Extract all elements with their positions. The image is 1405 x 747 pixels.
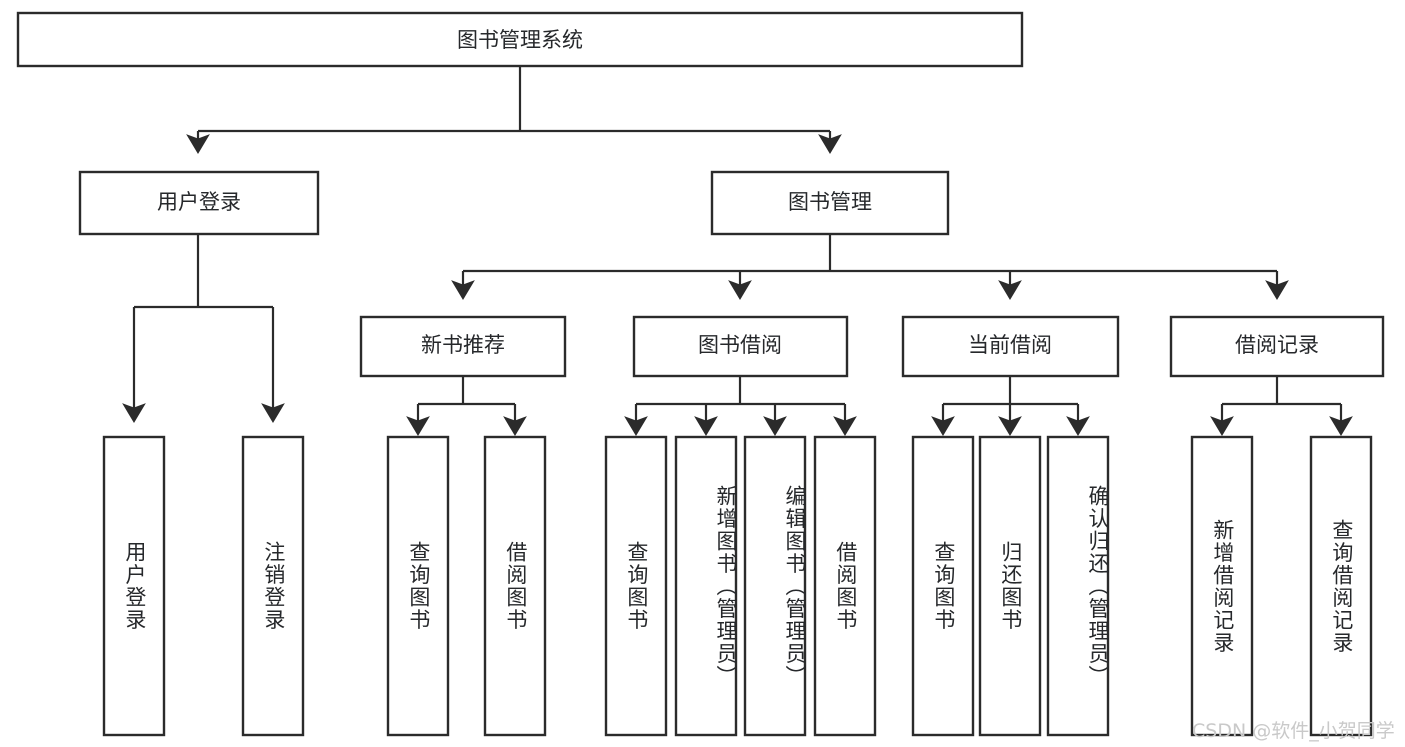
node-group: 图书管理系统 用户登录 图书管理 新书推荐 图书借阅 当前借阅 借阅记录: [16, 11, 1385, 737]
node-borrow-record-box[interactable]: [1169, 315, 1385, 378]
node-leaf-add-book-box[interactable]: [674, 435, 738, 737]
csdn-watermark: CSDN @软件_小贺同学: [1192, 720, 1395, 742]
node-user-login-box[interactable]: [78, 170, 320, 236]
node-leaf-confirm-return-box[interactable]: [1046, 435, 1110, 737]
node-book-borrow-label: 图书借阅: [698, 333, 782, 357]
node-leaf-query-book-3-box[interactable]: [911, 435, 975, 737]
node-leaf-borrow-book-2-box[interactable]: [813, 435, 877, 737]
node-leaf-query-book-1-box[interactable]: [386, 435, 450, 737]
node-book-manage-box[interactable]: [710, 170, 950, 236]
node-leaf-edit-book-box[interactable]: [743, 435, 807, 737]
node-leaf-logout-box[interactable]: [241, 435, 305, 737]
node-root-box[interactable]: [16, 11, 1024, 68]
node-leaf-return-book-box[interactable]: [978, 435, 1042, 737]
node-leaf-query-book-2-box[interactable]: [604, 435, 668, 737]
node-book-borrow-box[interactable]: [632, 315, 849, 378]
edge-group: [122, 66, 1353, 436]
node-leaf-borrow-book-1-box[interactable]: [483, 435, 547, 737]
node-leaf-query-record-box: [1309, 435, 1373, 737]
node-root-label: 图书管理系统: [457, 28, 583, 52]
node-book-manage-label: 图书管理: [788, 190, 872, 214]
node-leaf-user-login-box[interactable]: [102, 435, 166, 737]
node-new-book-box[interactable]: [359, 315, 567, 378]
node-current-borrow-label: 当前借阅: [968, 333, 1052, 357]
node-borrow-record-label: 借阅记录: [1235, 333, 1319, 357]
node-current-borrow-box[interactable]: [901, 315, 1120, 378]
node-user-login-label: 用户登录: [157, 190, 241, 214]
node-new-book-label: 新书推荐: [421, 333, 505, 357]
node-leaf-add-record-box[interactable]: [1190, 435, 1254, 737]
